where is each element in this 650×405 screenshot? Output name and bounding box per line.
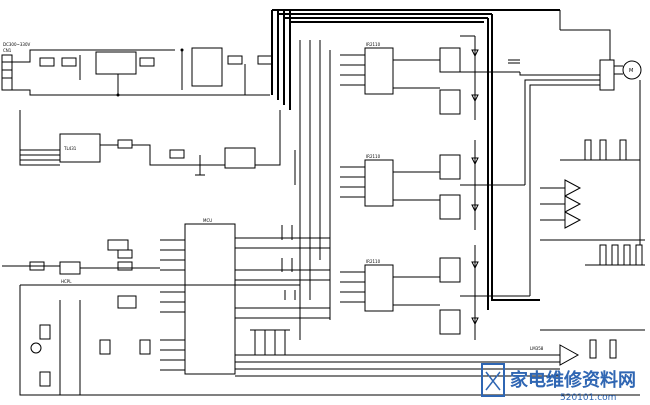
ic-lower-label: LM358 [530,346,544,351]
watermark-url: 520101.com [560,393,616,403]
opto-label: HCPL [61,279,72,284]
current-sense-section: LM358 [530,139,645,366]
bus-lines [271,9,560,340]
opto-section: HCPL [2,239,640,396]
regulator-section: TL431 [19,110,296,185]
gate-driver-phase-2: IR2110 [340,140,525,230]
mcu-label: MCU [203,218,212,223]
watermark-text: 家电维修资料网 [510,369,636,391]
motor-output-section: M [487,10,642,310]
passive-components [250,59,520,355]
watermark: 家电维修资料网 520101.com [481,363,636,403]
gate-driver-phase-1: IR2110 [340,35,520,120]
mcu-block: MCU [160,218,560,377]
input-label: DC300~330V [3,42,30,47]
motor-label: M [629,68,633,74]
input-sub-label: CN1 [3,48,12,53]
driver-2-label: IR2110 [366,154,381,159]
motor-symbol [622,60,642,80]
driver-3-label: IR2110 [366,259,381,264]
power-input-section: DC300~330V CN1 [1,42,273,97]
reg-ic-label: TL431 [63,146,77,151]
gate-driver-phase-3: IR2110 [340,245,530,340]
driver-1-label: IR2110 [366,42,381,47]
